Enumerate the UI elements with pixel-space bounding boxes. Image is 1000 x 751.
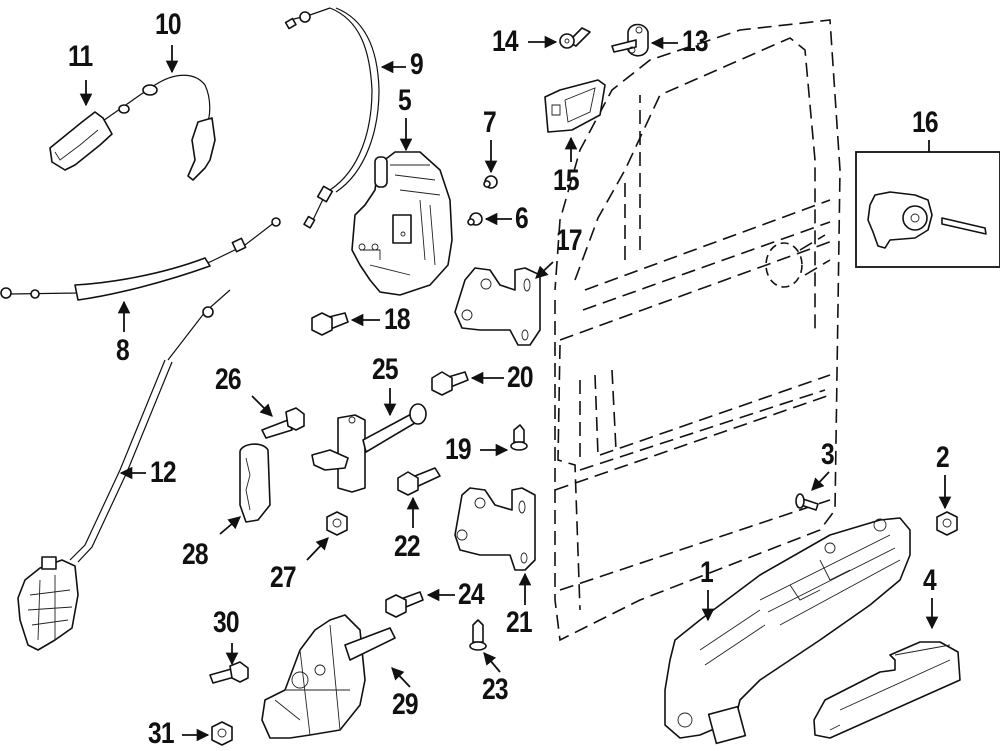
leader-29: [391, 667, 411, 688]
part-26-bolt: [261, 407, 305, 439]
callout-23[interactable]: 23: [482, 673, 509, 706]
part-7-screw: [483, 175, 498, 189]
callout-25[interactable]: 25: [372, 353, 399, 386]
callout-17[interactable]: 17: [556, 224, 583, 257]
part-4-handle-cover: [813, 641, 961, 739]
part-2-nut: [936, 511, 958, 536]
leader-26: [251, 395, 273, 417]
callout-14[interactable]: 14: [492, 25, 519, 58]
part-1-handle-frame: [664, 517, 911, 745]
callout-21[interactable]: 21: [506, 606, 533, 639]
callout-3[interactable]: 3: [821, 438, 835, 471]
callout-5[interactable]: 5: [398, 84, 412, 117]
door-shell-outline: [554, 19, 841, 642]
callout-12[interactable]: 12: [150, 456, 177, 489]
leader-3: [811, 471, 830, 491]
callout-31[interactable]: 31: [148, 717, 175, 750]
leader-17: [535, 261, 554, 279]
callout-20[interactable]: 20: [507, 361, 534, 394]
callout-10[interactable]: 10: [155, 8, 182, 41]
part-17-upper-hinge: [454, 267, 541, 346]
callout-18[interactable]: 18: [384, 303, 411, 336]
part-6-screw: [467, 212, 483, 226]
leader-lines: [79, 35, 952, 742]
callout-29[interactable]: 29: [392, 688, 419, 721]
callout-13[interactable]: 13: [682, 25, 709, 58]
part-22-bolt: [397, 467, 441, 496]
part-9-cable: [284, 7, 380, 229]
part-10-cable: [99, 74, 216, 181]
part-28-cover: [239, 443, 271, 523]
part-19-bolt: [510, 424, 528, 451]
callout-16[interactable]: 16: [912, 106, 939, 139]
callout-27[interactable]: 27: [270, 561, 297, 594]
callout-15[interactable]: 15: [553, 164, 580, 197]
part-25-door-check: [311, 403, 427, 493]
part-20-bolt: [431, 371, 469, 396]
part-27-nut: [326, 511, 348, 536]
callout-22[interactable]: 22: [394, 530, 421, 563]
part-18-bolt: [311, 312, 349, 336]
part-24-bolt: [385, 591, 424, 618]
part-21-lower-hinge: [454, 487, 536, 571]
callout-26[interactable]: 26: [215, 363, 242, 396]
part-23-bolt: [469, 619, 487, 651]
callout-4[interactable]: 4: [923, 564, 937, 597]
part-5-lock-actuator: [351, 151, 453, 296]
part-30-bolt: [209, 661, 249, 684]
callout-9[interactable]: 9: [410, 48, 424, 81]
callout-28[interactable]: 28: [182, 538, 209, 571]
callout-2[interactable]: 2: [936, 441, 950, 474]
part-29-latch: [261, 614, 396, 739]
callout-11[interactable]: 11: [68, 40, 93, 73]
part-15-inside-handle: [544, 79, 606, 133]
part-16-lock-cylinder-kit: [855, 140, 1000, 268]
callout-30[interactable]: 30: [213, 606, 240, 639]
part-8-cable: [0, 217, 281, 301]
callout-6[interactable]: 6: [515, 202, 529, 235]
leader-28: [219, 516, 241, 535]
part-31-nut: [211, 721, 233, 746]
callout-24[interactable]: 24: [458, 578, 485, 611]
part-13-striker: [611, 23, 649, 57]
callout-8[interactable]: 8: [116, 334, 130, 367]
callout-19[interactable]: 19: [445, 433, 472, 466]
callout-1[interactable]: 1: [700, 556, 714, 589]
part-12-cable: [17, 289, 231, 651]
part-3-screw: [795, 493, 819, 511]
callout-7[interactable]: 7: [483, 106, 497, 139]
leader-23: [483, 652, 501, 673]
part-14-bolt: [559, 27, 591, 49]
leader-27: [306, 537, 329, 561]
part-11-bracket: [49, 111, 113, 171]
